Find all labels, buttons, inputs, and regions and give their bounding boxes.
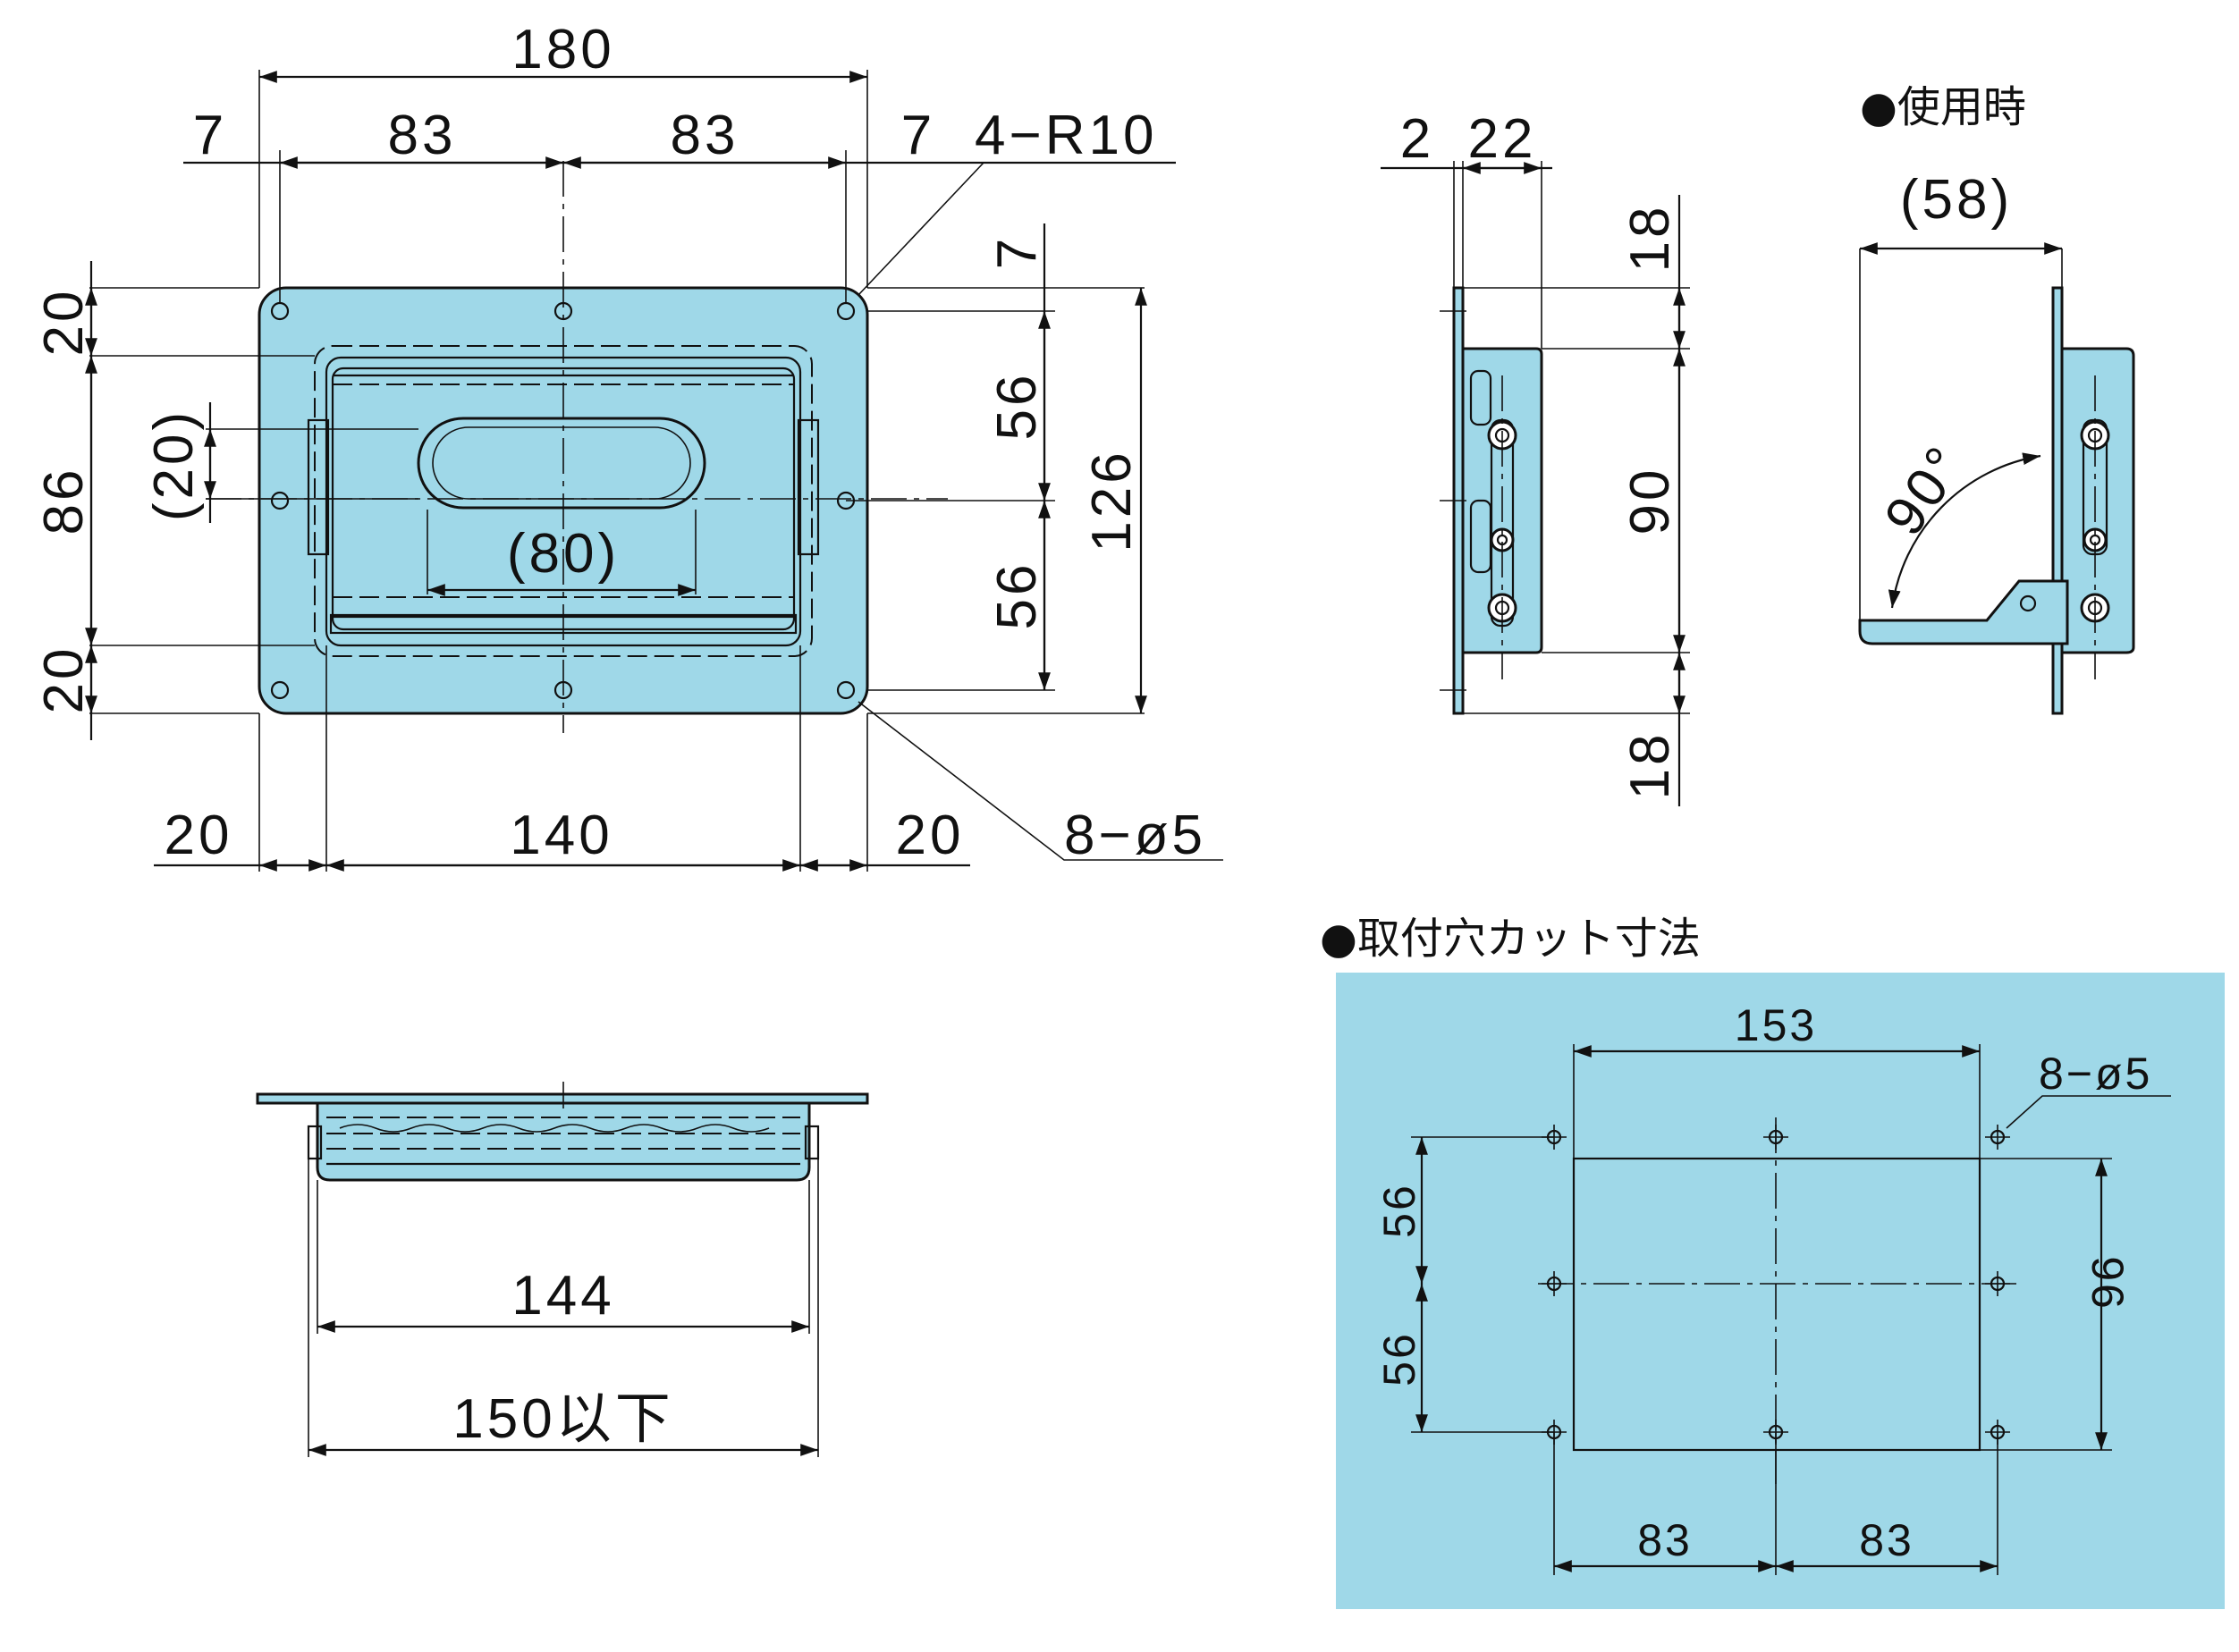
cutout-dim-upper-pitch: 56 [1374,1183,1424,1238]
dim-edge-left: 7 [193,105,227,166]
dim-holes: 8−ø5 [1064,805,1206,866]
cutout-section: ●取付穴カット寸法 153 8−ø5 [1320,914,2225,1609]
dim-bottom-margin: 20 [33,645,95,714]
dim-pitch-left: 83 [388,105,457,166]
dim-depth: 22 [1468,108,1537,170]
dim-middle-height: 86 [33,467,95,535]
cutout-dim-pitch-left: 83 [1637,1515,1693,1565]
dim-bottom-offset: 18 [1619,731,1681,800]
dim-lower-pitch: 56 [986,561,1048,630]
dim-bottom-right: 20 [896,805,965,866]
dim-bottom-middle: 140 [510,805,613,866]
dim-angle: 90° [1873,434,1978,546]
side-view: 2 22 18 90 18 [1381,108,1690,806]
handle-open [1858,579,2069,645]
dim-max-width: 150以下 [452,1388,673,1450]
dim-upper-edge: 7 [986,235,1048,269]
cutout-panel [1336,973,2225,1609]
in-use-title: ●使用時 [1860,82,2026,132]
cutout-dim-width: 153 [1735,1000,1817,1050]
dim-overall-height: 126 [1081,449,1143,552]
grip-slot [417,417,706,510]
dim-bottom-left: 20 [165,805,233,866]
cutout-dim-pitch-right: 83 [1859,1515,1914,1565]
dim-pitch-right: 83 [671,105,739,166]
dim-projection: (58) [1900,169,2013,231]
front-view: 180 7 83 83 7 4−R10 (80) 20 140 20 8−ø5 … [33,19,1223,872]
bottom-body [316,1101,811,1182]
dim-corner-radius: 4−R10 [975,105,1157,166]
dim-overall-width: 180 [511,19,614,80]
dim-plate-thickness: 2 [1400,108,1434,170]
dim-edge-right: 7 [901,105,935,166]
cutout-dim-height: 96 [2083,1256,2133,1311]
dim-grip-width: (80) [507,523,620,585]
dim-side-height: 90 [1619,467,1681,535]
dim-upper-pitch: 56 [986,372,1048,441]
cutout-dim-holes: 8−ø5 [2039,1049,2152,1099]
dim-top-offset: 18 [1619,204,1681,273]
bottom-view: 144 150以下 [256,1082,869,1457]
dim-top-margin: 20 [33,288,95,357]
dim-inner-width: 144 [511,1265,614,1327]
cutout-opening [1572,1157,1981,1452]
in-use-view: ●使用時 (58) 90° [1858,82,2135,715]
dim-grip-height: (20) [143,409,205,521]
cutout-dim-lower-pitch: 56 [1374,1331,1424,1386]
cutout-title: ●取付穴カット寸法 [1320,914,1701,964]
